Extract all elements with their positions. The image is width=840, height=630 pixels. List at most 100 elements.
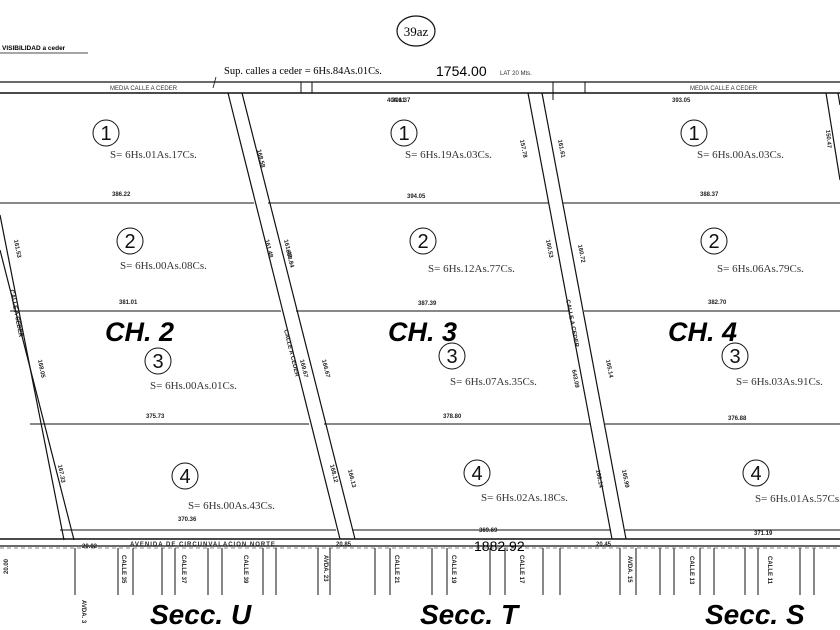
chacra-top-measure: 404.61: [387, 98, 406, 104]
lot-area: S= 6Hs.02As.18Cs.: [481, 492, 568, 504]
diag-street-mid1-side-measure: 161.48: [263, 239, 273, 259]
diag-street-mid2-side-measure: 160.72: [576, 244, 586, 264]
diag-street-mid1-edge-b: [241, 92, 356, 540]
diag-street-mid2-measure: 157.78: [518, 139, 528, 159]
cross-street-label: CALLE 37: [180, 555, 186, 584]
diag-street-left-measure: 167.33: [56, 464, 66, 484]
lot-number: 4: [471, 463, 482, 485]
lot-number: 1: [398, 123, 409, 145]
diag-street-mid2-measure: 643.09: [570, 369, 580, 389]
cross-street-label: AVDA. 23: [322, 555, 328, 582]
diag-street-mid1-measure: 166.13: [346, 469, 356, 489]
diag-street-mid1-measure: 166.67: [320, 359, 330, 379]
lot-bottom-measure: 369.69: [479, 528, 498, 534]
lot-area: S= 6Hs.06As.79Cs.: [717, 263, 804, 275]
bottom-boundary: AVENIDA DE CIRCUNVALACION NORTE 1882.92 …: [0, 538, 840, 554]
chacra-top-measure: 391.37: [392, 98, 411, 104]
diag-street-mid2-side-measure: 165.99: [620, 469, 630, 489]
top-boundary: MEDIA CALLE A CEDER MEDIA CALLE A CEDER: [0, 81, 840, 94]
bottom-total-length: 1882.92: [474, 538, 525, 554]
chacra-label-2: CH. 2: [105, 317, 174, 347]
diag-street-left-label: CALLE A CEDER: [8, 289, 23, 338]
bottom-dim-mid: 20.85: [336, 542, 352, 548]
cross-street-label: AVDA. 3: [80, 600, 86, 624]
cross-street-label: CALLE 17: [518, 555, 524, 584]
lot-number-circle: [116, 227, 144, 255]
lot-bottom-measure: 376.88: [728, 416, 747, 422]
diag-street-mid2-label: CALLE A CEDER: [564, 299, 579, 348]
section-u-label: Secc. U: [150, 599, 252, 630]
diag-street-left-edge-b: [0, 249, 75, 541]
lot-area: S= 6Hs.00As.03Cs.: [697, 149, 784, 161]
lot-number: 4: [750, 463, 761, 485]
lot-number: 3: [152, 351, 163, 373]
left-margin-value: 20.00: [4, 558, 10, 574]
cross-street-label: AVDA. 15: [626, 556, 632, 583]
lot-number: 4: [179, 466, 190, 488]
diag-street-mid1-label: CALLE A CEDER: [282, 329, 300, 378]
lot-bottom-measure: 387.39: [418, 301, 437, 307]
chacra-label-3: CH. 3: [388, 317, 457, 347]
lot-bottom-measure: 375.73: [146, 414, 165, 420]
cross-street-label: CALLE 39: [242, 555, 248, 584]
avenue-label: AVENIDA DE CIRCUNVALACION NORTE: [130, 542, 276, 548]
cross-street-label: CALLE 19: [450, 555, 456, 584]
diag-street-mid2-side-measure: 161.61: [556, 139, 566, 159]
lot-number-circle: [92, 119, 120, 147]
lot-number-circle: [742, 459, 770, 487]
cross-street-label: CALLE 21: [393, 555, 399, 584]
lot-bottom-measure: 381.01: [119, 300, 138, 306]
section-t-label: Secc. T: [420, 599, 521, 630]
lot-bottom-measure: 370.36: [178, 517, 197, 523]
top-lat-label: LAT 20 Mts.: [500, 71, 532, 77]
lot-divisions: [0, 82, 840, 531]
lot-number-circle: [680, 119, 708, 147]
cross-street-label: CALLE 13: [688, 556, 694, 585]
lot-bottom-measure: 371.19: [754, 531, 773, 537]
diag-street-mid1-edge-a: [227, 92, 341, 540]
chacra-top-measure: 393.05: [672, 98, 691, 104]
diag-street-mid2-side-measure: 165.14: [604, 359, 614, 379]
diag-street-mid1-side-measure: 168.12: [328, 464, 338, 484]
lot-area: S= 6Hs.00As.08Cs.: [120, 260, 207, 272]
plan-id-circle: [396, 15, 436, 47]
diag-street-mid2-edge-b: [541, 92, 627, 540]
diag-street-left-measure: 168.05: [36, 359, 46, 379]
diag-street-right-measure: 150.47: [824, 130, 832, 149]
diag-street-right-edge-a: [825, 92, 840, 181]
lot-bottom-measure: 386.22: [112, 192, 131, 198]
lot-area: S= 6Hs.07As.35Cs.: [450, 376, 537, 388]
lot-number: 3: [729, 346, 740, 368]
diagonal-streets: [0, 92, 840, 541]
diag-street-mid1-side-measure: 169.67: [298, 359, 308, 379]
lot-number-circle: [438, 342, 466, 370]
lot-bottom-measure: 382.70: [708, 300, 727, 306]
lot-area: S= 6Hs.01As.17Cs.: [110, 149, 197, 161]
cross-street-label: CALLE 11: [766, 556, 772, 585]
lot-area: S= 6Hs.12As.77Cs.: [428, 263, 515, 275]
lot-bottom-measure: 394.05: [407, 194, 426, 200]
plan-id-text: 39az: [404, 24, 429, 39]
lot-number-circle: [390, 119, 418, 147]
lot-number-circle: [171, 462, 199, 490]
lot-number: 2: [417, 231, 428, 253]
lot-number-circle: [409, 227, 437, 255]
diag-street-mid1-measure: 161.48: [282, 239, 292, 259]
half-street-label-left: MEDIA CALLE A CEDER: [110, 86, 178, 92]
lot-number-circle: [721, 342, 749, 370]
lot-number-circle: [700, 227, 728, 255]
streets-area-label: Sup. calles a ceder = 6Hs.84As.01Cs.: [224, 66, 382, 77]
lot-area: S= 6Hs.01As.57Cs.: [755, 493, 840, 505]
lot-number: 3: [446, 346, 457, 368]
top-total-length: 1754.00: [436, 63, 487, 79]
lot-area: S= 6Hs.00As.43Cs.: [188, 500, 275, 512]
visibility-note: VISIBILIDAD a ceder: [2, 45, 66, 52]
lot-number-circle: [144, 347, 172, 375]
diag-street-mid1-side-measure: 168.58: [255, 149, 265, 169]
section-s-label: Secc. S: [705, 599, 805, 630]
bottom-dim-left: 20.02: [82, 544, 98, 550]
lot-number: 2: [708, 231, 719, 253]
half-street-label-right: MEDIA CALLE A CEDER: [690, 86, 758, 92]
